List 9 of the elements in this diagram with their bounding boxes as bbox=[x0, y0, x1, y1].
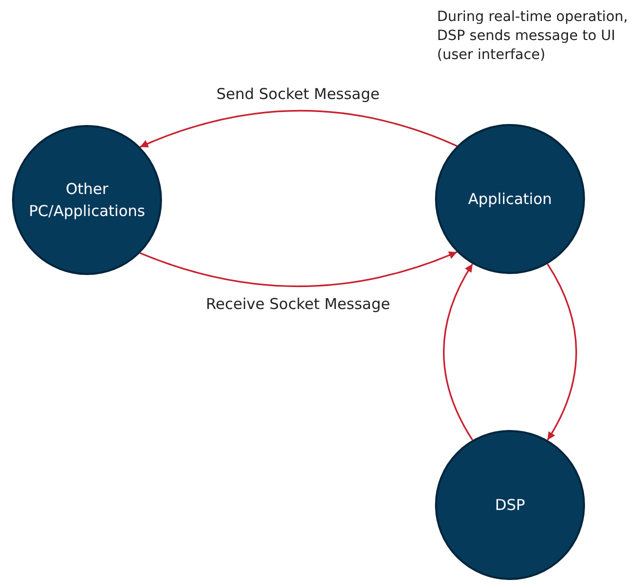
node-label: Other PC/Applications bbox=[28, 178, 146, 222]
node-label: DSP bbox=[494, 494, 526, 516]
arrow bbox=[140, 110, 458, 148]
note-text: During real-time operation, DSP sends message to UI (user interface) bbox=[437, 8, 629, 65]
arrow bbox=[443, 264, 474, 440]
arrow bbox=[546, 264, 577, 440]
node-label: Application bbox=[468, 188, 552, 210]
arrow bbox=[140, 251, 458, 288]
edge-label: Send Socket Message bbox=[214, 85, 382, 103]
